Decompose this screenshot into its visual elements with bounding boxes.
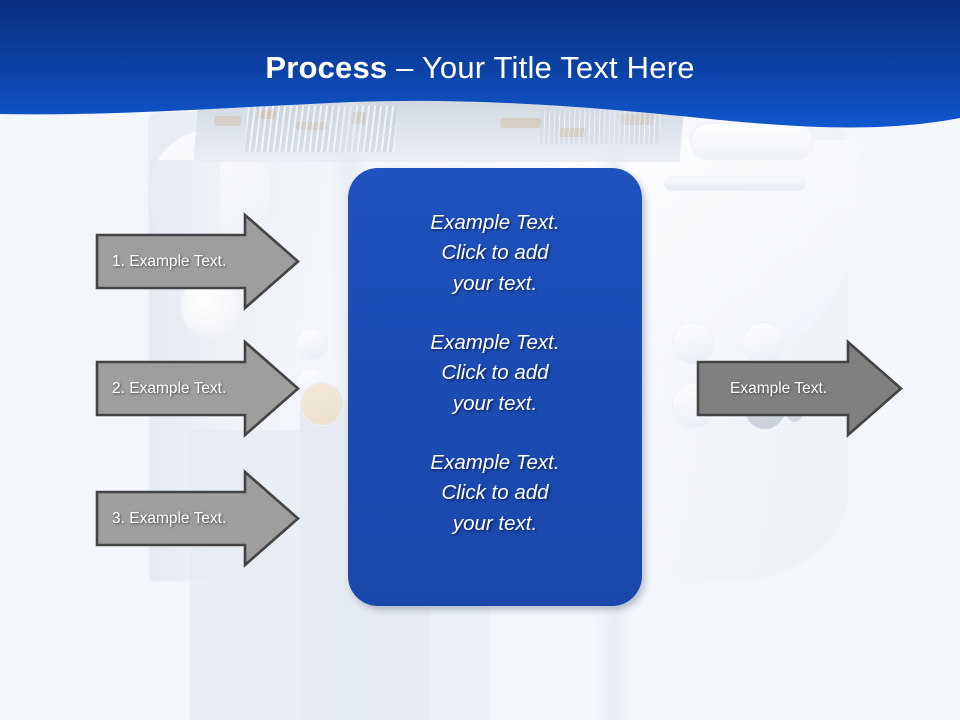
center-content-box[interactable]: Example Text. Click to add your text. Ex… — [348, 168, 642, 606]
center-text-block-3: Example Text. Click to add your text. — [348, 448, 642, 539]
center-block-1-line-2: Click to add — [441, 241, 549, 265]
device-button-a — [296, 328, 328, 360]
title-regular-part: – Your Title Text Here — [387, 50, 695, 85]
page-title: Process – Your Title Text Here — [0, 50, 960, 86]
device-button-d — [742, 322, 784, 364]
center-block-1-line-3: your text. — [452, 271, 538, 295]
process-arrow-1[interactable]: 1. Example Text. — [95, 212, 300, 311]
center-text-block-1: Example Text. Click to add your text. — [348, 208, 642, 299]
center-block-3-line-3: your text. — [452, 511, 538, 535]
center-block-2-line-3: your text. — [452, 391, 538, 415]
device-handle — [690, 122, 814, 160]
header-banner — [0, 0, 960, 140]
center-text-block-2: Example Text. Click to add your text. — [348, 328, 642, 419]
center-block-2-line-2: Click to add — [441, 361, 549, 385]
process-arrow-3[interactable]: 3. Example Text. — [95, 469, 300, 568]
process-arrow-output[interactable]: Example Text. — [696, 339, 903, 438]
center-block-3-line-1: Example Text. — [430, 450, 560, 474]
center-block-2-line-1: Example Text. — [430, 330, 560, 354]
title-bold-part: Process — [265, 50, 388, 85]
process-arrow-2[interactable]: 2. Example Text. — [95, 339, 300, 438]
device-button-c — [672, 322, 714, 364]
device-slot — [664, 176, 806, 191]
center-block-3-line-2: Click to add — [441, 481, 549, 505]
center-block-1-line-1: Example Text. — [430, 211, 560, 234]
